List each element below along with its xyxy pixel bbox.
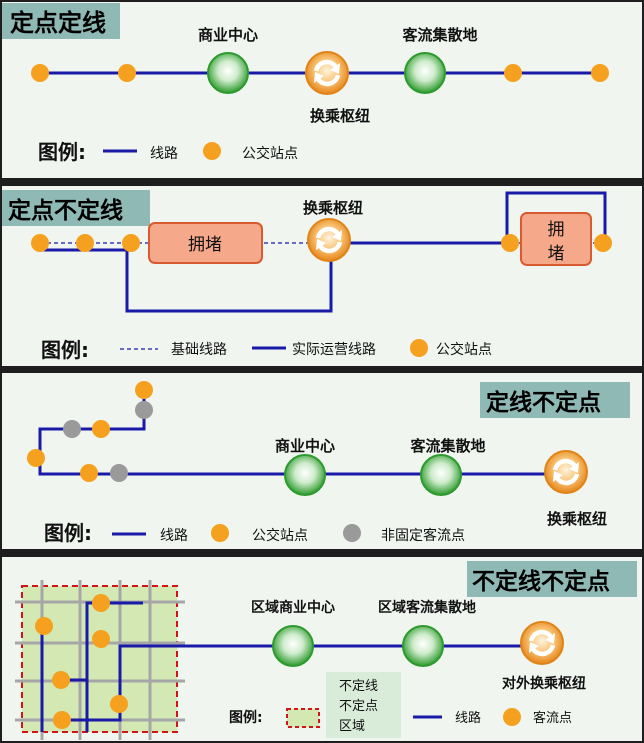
legend-line-label: 线路 bbox=[160, 528, 188, 544]
legend-stop-swatch bbox=[211, 524, 229, 542]
panel-title-box bbox=[2, 3, 120, 39]
legend-zone-label: 不定点 bbox=[339, 699, 378, 714]
flow-point bbox=[92, 630, 110, 648]
non-fixed-flow-point bbox=[110, 464, 128, 482]
flow-point bbox=[53, 711, 71, 729]
passenger-hub-node bbox=[402, 625, 444, 667]
panel-title-box bbox=[467, 561, 637, 597]
panel-flexible-line-flexible-stop: 不定线不定点 bbox=[2, 557, 642, 741]
panel-title: 定点不定线 bbox=[8, 197, 123, 224]
legend-stop-swatch bbox=[203, 142, 221, 160]
bus-stop bbox=[118, 64, 136, 82]
congestion-label: 堵 bbox=[548, 244, 565, 264]
legend-stop-label: 公交站点 bbox=[242, 145, 298, 162]
congestion-label: 拥堵 bbox=[188, 235, 222, 255]
label-transfer-hub: 换乘枢纽 bbox=[547, 510, 607, 528]
refresh-icon bbox=[544, 450, 588, 494]
bus-stop bbox=[31, 64, 49, 82]
refresh-icon bbox=[307, 218, 351, 262]
congestion-area bbox=[520, 212, 592, 266]
actual-route-detour bbox=[505, 191, 607, 243]
bus-stop bbox=[504, 64, 522, 82]
legend-line-label: 线路 bbox=[150, 146, 178, 162]
actual-route-line bbox=[40, 241, 510, 313]
label-passenger-hub: 客流集散地 bbox=[409, 437, 485, 455]
bus-stop bbox=[76, 234, 94, 252]
panel-title: 定点定线 bbox=[10, 9, 106, 37]
panel-title-box bbox=[480, 382, 630, 418]
passenger-hub-node bbox=[404, 52, 446, 94]
flow-point bbox=[52, 671, 70, 689]
commercial-center-node bbox=[284, 454, 326, 496]
bus-stop bbox=[591, 64, 609, 82]
legend-title: 图例: bbox=[44, 521, 92, 545]
label-transfer-hub: 对外换乘枢纽 bbox=[502, 675, 586, 692]
refresh-icon bbox=[520, 621, 564, 665]
legend-flow-swatch bbox=[503, 708, 521, 726]
legend-zone-text-box bbox=[326, 672, 401, 738]
commercial-center-node bbox=[207, 52, 249, 94]
legend-stop-label: 公交站点 bbox=[252, 527, 308, 544]
legend-title: 图例: bbox=[229, 709, 263, 726]
flow-point bbox=[92, 594, 110, 612]
congestion-label: 拥 bbox=[548, 220, 565, 240]
non-fixed-flow-point bbox=[63, 420, 81, 438]
panel-fixed-stop-flexible-line: 定点不定线 拥堵 拥 堵 换乘枢纽 图例: 基础线路 实际运营线路 公交站点 bbox=[2, 186, 642, 366]
bus-stop bbox=[80, 464, 98, 482]
flow-point bbox=[35, 617, 53, 635]
bus-stop bbox=[92, 420, 110, 438]
panel-title-box bbox=[2, 190, 150, 226]
legend-title: 图例: bbox=[41, 338, 89, 362]
legend-line-label: 线路 bbox=[455, 710, 481, 726]
legend-zone-swatch bbox=[286, 708, 320, 728]
congestion-area bbox=[148, 222, 263, 264]
legend-title: 图例: bbox=[38, 140, 86, 164]
label-commercial-center: 区域商业中心 bbox=[251, 599, 335, 616]
bus-stop bbox=[594, 234, 612, 252]
passenger-hub-node bbox=[420, 454, 462, 496]
commercial-center-node bbox=[272, 625, 314, 667]
legend-stop-label: 公交站点 bbox=[436, 341, 492, 358]
label-commercial-center: 商业中心 bbox=[275, 437, 335, 455]
route-line bbox=[40, 601, 542, 732]
flow-point bbox=[110, 695, 128, 713]
bus-stop bbox=[27, 449, 45, 467]
legend-base-line-label: 基础线路 bbox=[171, 341, 227, 358]
legend-actual-line-label: 实际运营线路 bbox=[292, 342, 376, 358]
label-transfer-hub: 换乘枢纽 bbox=[303, 199, 363, 217]
label-passenger-hub: 区域客流集散地 bbox=[378, 599, 476, 616]
panel-title: 定线不定点 bbox=[486, 389, 601, 416]
bus-stop bbox=[135, 381, 153, 399]
non-fixed-flow-point bbox=[135, 401, 153, 419]
legend-grey-label: 非固定客流点 bbox=[381, 527, 465, 544]
label-transfer-hub: 换乘枢纽 bbox=[310, 107, 370, 125]
legend-zone-label: 不定线 bbox=[339, 679, 378, 694]
panel-fixed-stop-fixed-line: 定点定线 商业中心 客流集散地 换乘枢纽 图例: 线路 公交站点 bbox=[2, 2, 642, 178]
label-passenger-hub: 客流集散地 bbox=[401, 26, 477, 44]
legend-stop-swatch bbox=[410, 339, 428, 357]
legend-zone-label: 区域 bbox=[339, 719, 365, 734]
bus-stop bbox=[501, 234, 519, 252]
legend-flow-label: 客流点 bbox=[533, 710, 572, 726]
panel-title: 不定线不定点 bbox=[472, 568, 610, 595]
bus-stop bbox=[31, 234, 49, 252]
refresh-icon bbox=[305, 51, 349, 95]
label-commercial-center: 商业中心 bbox=[198, 26, 258, 44]
legend-grey-swatch bbox=[343, 524, 361, 542]
bus-stop bbox=[122, 234, 140, 252]
panel-fixed-line-flexible-stop: 定线不定点 商业中心 客流集散地 换乘枢纽 图例: 线路 公交站点 非固定客流点 bbox=[2, 373, 642, 549]
